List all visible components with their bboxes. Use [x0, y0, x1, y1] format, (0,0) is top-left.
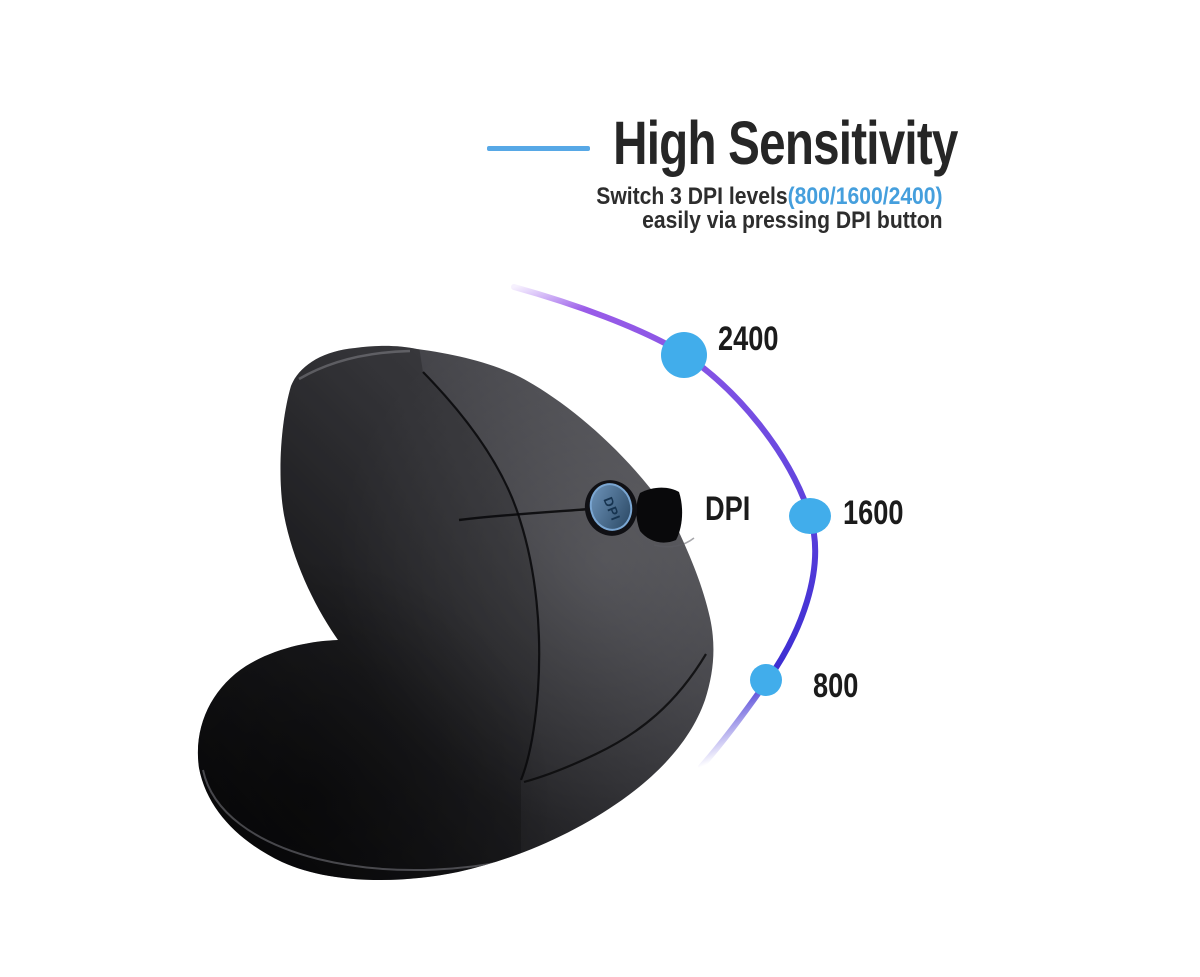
mouse-seam-lower	[523, 653, 707, 784]
mouse-seam-main	[422, 371, 541, 781]
subtitle-line2: easily via pressing DPI button	[642, 206, 943, 234]
dpi-marker-label-800: 800	[813, 667, 859, 705]
dpi-marker-label-1600: 1600	[843, 494, 904, 532]
mouse-top-sheen	[298, 349, 411, 381]
mouse-illustration: DPI	[197, 345, 714, 881]
mouse-button-slot-highlight	[653, 537, 695, 548]
accent-line	[487, 146, 590, 151]
subtitle-prefix: Switch 3 DPI levels	[596, 183, 788, 210]
dpi-marker-dot-1600	[789, 498, 831, 534]
subtitle: Switch 3 DPI levels(800/1600/2400) easil…	[597, 185, 943, 232]
mouse-shading	[197, 345, 714, 881]
dpi-marker-dot-800	[750, 664, 782, 696]
mouse-dpi-button: DPI	[584, 480, 638, 536]
mouse-button-slot	[636, 487, 683, 543]
subtitle-highlight: (800/1600/2400)	[787, 183, 943, 210]
subtitle-line1: Switch 3 DPI levels(800/1600/2400)	[597, 185, 943, 209]
dpi-marker-label-2400: 2400	[718, 320, 779, 358]
mouse-seam-button-row-left	[458, 507, 591, 522]
page-title: High Sensitivity	[613, 109, 959, 177]
dpi-button-callout-label: DPI	[705, 490, 751, 528]
dpi-marker-dot-2400	[661, 332, 707, 378]
